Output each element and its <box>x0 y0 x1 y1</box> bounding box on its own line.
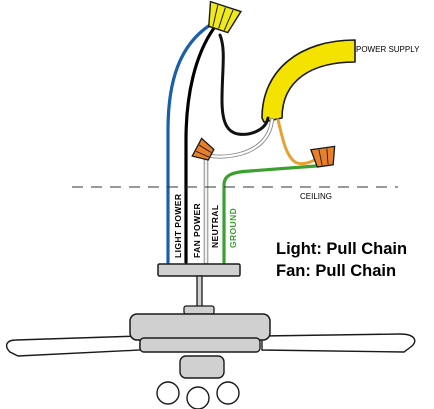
wire-nut-yellow <box>208 0 242 34</box>
ceiling-label: CEILING <box>300 192 332 201</box>
supply-white-wire-core <box>204 118 274 158</box>
light-bulb-center <box>186 386 210 409</box>
fan-canopy <box>157 263 241 277</box>
fan-downrod <box>196 275 203 311</box>
wire-nut-ground <box>309 145 336 168</box>
supply-white-wire <box>204 118 274 159</box>
wire-nut-neutral <box>191 137 215 161</box>
fan-motor-lower <box>139 337 261 353</box>
fan-collar <box>183 305 215 315</box>
ground-label: GROUND <box>228 208 238 248</box>
fan-blade-right <box>261 333 416 353</box>
fan-blade-left <box>5 335 141 357</box>
light-bulb-right <box>216 381 240 405</box>
power-supply-cable <box>261 39 356 123</box>
fan-mode-label: Fan: Pull Chain <box>276 262 396 280</box>
ground-wire <box>222 164 318 264</box>
light-power-label: LIGHT POWER <box>173 194 183 258</box>
light-bulb-left <box>156 381 180 405</box>
light-kit-body <box>179 355 225 379</box>
light-mode-label: Light: Pull Chain <box>276 240 407 258</box>
supply-black-wire <box>218 33 270 136</box>
supply-ground-wire <box>276 118 320 166</box>
fan-power-label: FAN POWER <box>192 203 202 258</box>
power-supply-label: POWER SUPPLY <box>356 45 420 54</box>
light-power-wire <box>166 23 212 264</box>
neutral-label: NEUTRAL <box>210 205 220 248</box>
fan-motor-housing <box>129 313 271 341</box>
fan-power-wire <box>184 26 216 264</box>
